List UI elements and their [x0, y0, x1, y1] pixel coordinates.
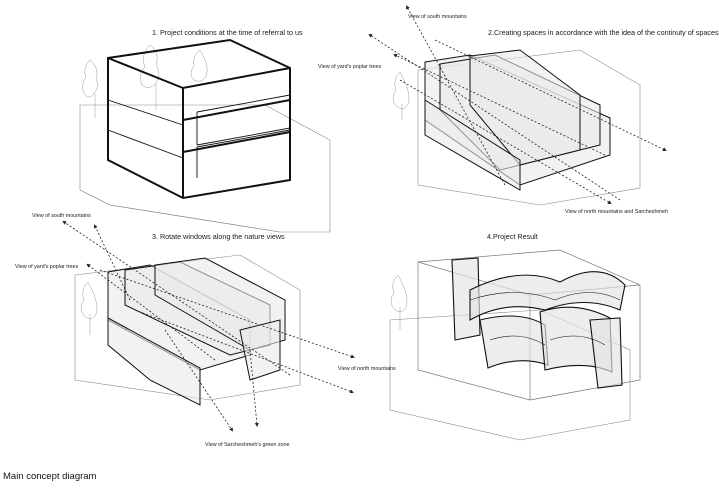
panel-3-label-poplar-trees: View of yard's poplar trees — [15, 264, 79, 270]
panel-3-drawing — [62, 220, 355, 432]
panel-3-label-south-mountains: View of south mountains — [32, 213, 91, 219]
panel-3-view-arrows — [62, 220, 355, 432]
panel-4-result-forms — [451, 257, 626, 389]
panel-4-curve-lines — [469, 292, 621, 346]
panel-4-poplar-trees-icon — [390, 274, 408, 330]
panel-3-title: 3. Rotate windows along the nature views — [152, 232, 285, 241]
panel-4-drawing — [389, 249, 641, 441]
panel-1-ground-slab — [79, 104, 331, 233]
panel-1-drawing — [79, 38, 331, 233]
panel-1-poplar-trees-icon — [82, 44, 208, 118]
panel-2-volume-bars — [424, 49, 611, 191]
panel-4-title: 4.Project Result — [487, 232, 538, 241]
panel-3-volume-bars — [107, 257, 286, 406]
panel-1-inner-lines — [107, 94, 291, 178]
panel-4-ground-slab — [389, 309, 631, 441]
panel-2-poplar-trees-icon — [392, 71, 410, 120]
panel-3-label-north-mountains: View of north mountains — [338, 366, 396, 372]
panel-1-building-frame — [107, 38, 291, 200]
panel-1-title: 1. Project conditions at the time of ref… — [152, 28, 303, 37]
panel-2-title: 2.Creating spaces in accordance with the… — [488, 28, 719, 37]
concept-diagram-canvas — [62, 5, 667, 441]
panel-2-label-north-mountains: View of north mountains and Sarcheshmeh — [565, 209, 668, 215]
panel-2-drawing — [368, 5, 667, 206]
panel-3-ground-slab — [74, 254, 301, 401]
panel-2-view-arrows — [368, 5, 667, 205]
figure-caption: Main concept diagram — [3, 471, 97, 482]
panel-3-label-green-zone: View of Sarcheshmeh's green zone — [205, 442, 290, 448]
panel-2-ground-slab — [417, 49, 641, 206]
panel-2-label-south-mountains: View of south mountains — [408, 14, 467, 20]
panel-2-label-poplar-trees: View of yard's poplar trees — [318, 64, 382, 70]
panel-3-poplar-trees-icon — [80, 281, 98, 335]
